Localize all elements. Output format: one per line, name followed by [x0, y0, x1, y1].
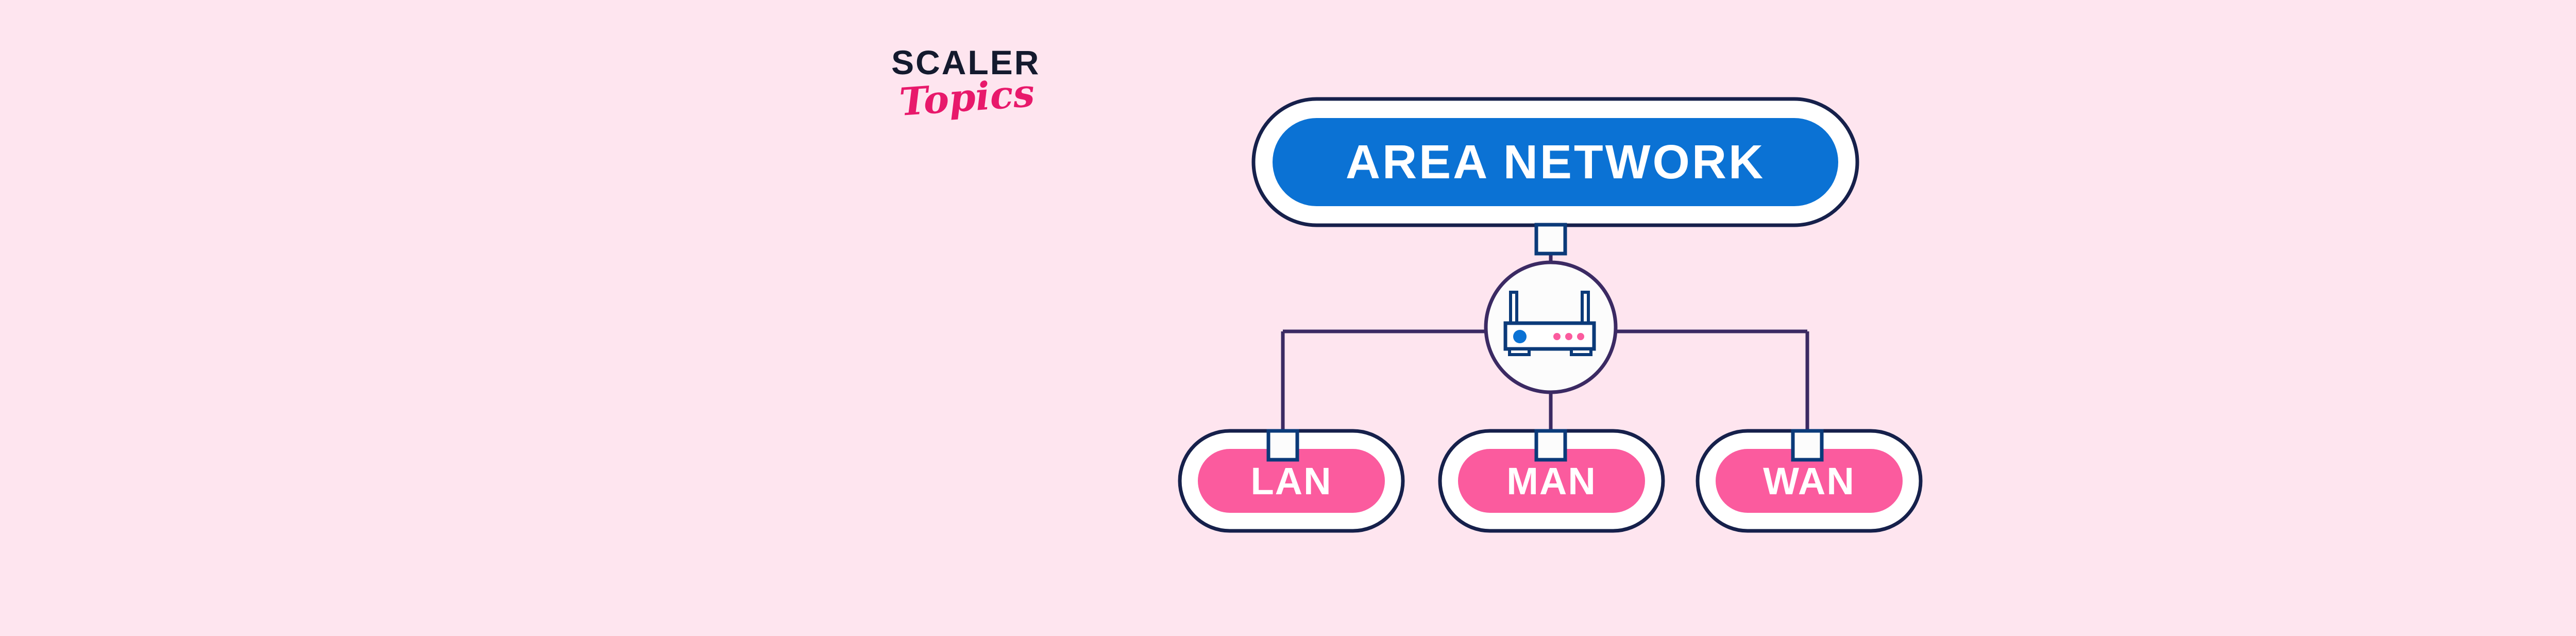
- node-man[interactable]: [1438, 429, 1665, 533]
- router-led-power-icon: [1513, 330, 1527, 343]
- node-man-fill: [1458, 449, 1645, 513]
- connector-box-lan: [1266, 429, 1299, 462]
- router-foot-left: [1508, 347, 1531, 356]
- node-area-network-fill: [1273, 118, 1838, 206]
- router-antenna-left: [1509, 291, 1518, 325]
- node-area-network[interactable]: [1251, 97, 1859, 227]
- connector-box-root: [1534, 223, 1567, 256]
- node-wan[interactable]: [1696, 429, 1923, 533]
- node-wan-fill: [1716, 449, 1903, 513]
- connector-box-wan: [1791, 429, 1824, 462]
- logo-wordmark: SCALER: [891, 43, 1041, 81]
- router-icon: [1503, 291, 1596, 356]
- router-foot-right: [1570, 347, 1592, 356]
- router-antenna-right: [1581, 291, 1590, 325]
- router-led-status-3-icon: [1577, 333, 1584, 340]
- node-lan[interactable]: [1178, 429, 1405, 533]
- connector-box-man: [1534, 429, 1567, 462]
- scaler-topics-logo: SCALER Topics: [891, 45, 1046, 138]
- router-led-status-2-icon: [1565, 333, 1572, 340]
- node-router-hub[interactable]: [1484, 260, 1618, 394]
- node-lan-fill: [1198, 449, 1385, 513]
- router-led-status-1-icon: [1553, 333, 1561, 340]
